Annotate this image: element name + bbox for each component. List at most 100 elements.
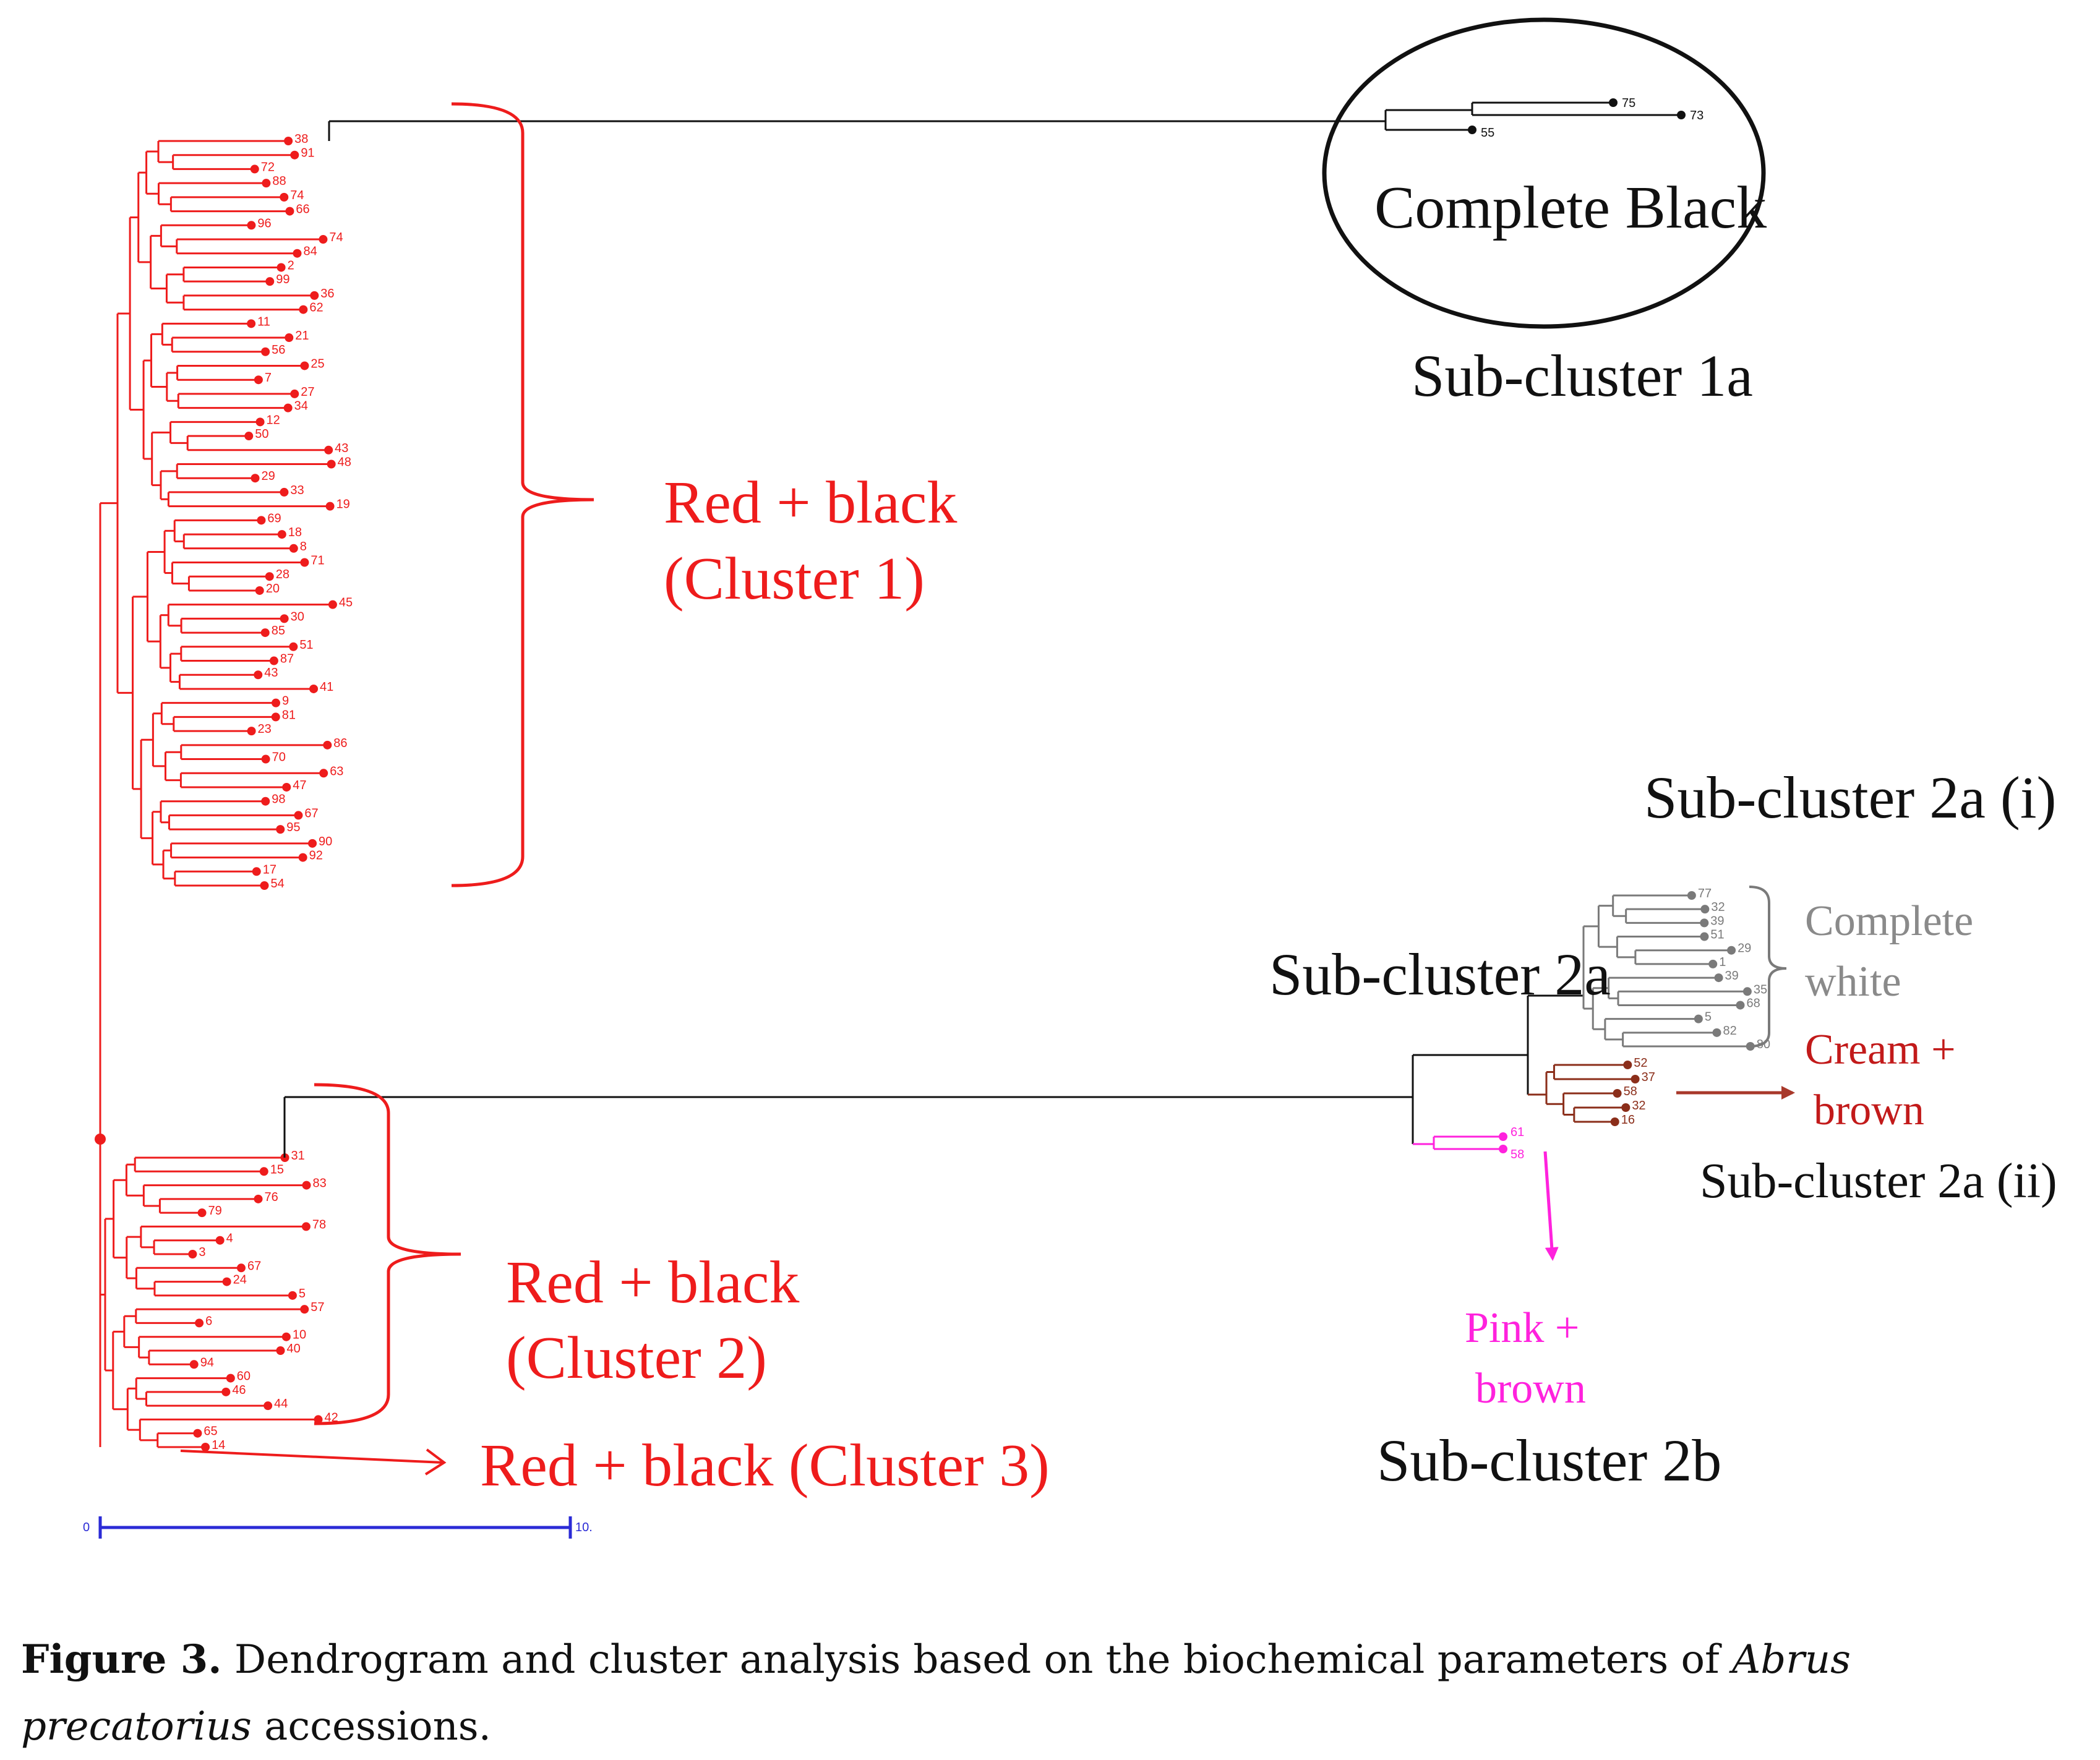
leaf-label: 79 — [208, 1204, 222, 1218]
leaf-label: 3 — [199, 1245, 205, 1259]
leaf-label: 16 — [1621, 1113, 1635, 1127]
leaf-label: 5 — [299, 1287, 306, 1301]
leaf-label: 75 — [1622, 96, 1635, 110]
complete-white-bracket — [1749, 886, 1787, 1048]
leaf-node — [1609, 98, 1618, 107]
caption-label: Figure 3. — [21, 1636, 222, 1683]
leaf-label: 25 — [311, 357, 324, 370]
leaf-label: 58 — [1511, 1148, 1524, 1161]
leaf-label: 60 — [237, 1370, 251, 1383]
caption-text-after: accessions. — [251, 1704, 491, 1749]
leaf-label: 65 — [204, 1425, 217, 1438]
pink-brown-label-line2: brown — [1475, 1365, 1586, 1412]
complete-black-label: Complete Black — [1374, 174, 1767, 241]
complete-white-label-line1: Complete — [1805, 897, 1973, 945]
leaf-label: 99 — [276, 273, 289, 286]
scale-bar: 0 10. — [83, 1516, 593, 1539]
sub-cluster-2b-label: Sub-cluster 2b — [1377, 1427, 1721, 1493]
complete-white-label-line2: white — [1805, 958, 1901, 1006]
figure-caption: Figure 3. Dendrogram and cluster analysi… — [21, 1626, 2081, 1760]
leaf-label: 5 — [1705, 1010, 1712, 1024]
leaf-label: 62 — [309, 301, 323, 315]
leaf-label: 74 — [290, 189, 304, 202]
scale-end-label: 10. — [575, 1521, 593, 1534]
leaf-label: 95 — [286, 821, 300, 834]
leaf-label: 67 — [304, 806, 318, 820]
leaf-label: 66 — [296, 203, 309, 216]
leaf-label: 67 — [247, 1259, 261, 1273]
leaf-label: 58 — [1624, 1085, 1637, 1098]
leaf-label: 19 — [336, 498, 350, 511]
leaf-label: 87 — [280, 652, 294, 666]
leaf-label: 17 — [263, 863, 276, 876]
leaf-label: 1 — [1719, 955, 1726, 969]
leaf-node — [1499, 1132, 1507, 1141]
caption-text-before: Dendrogram and cluster analysis based on… — [221, 1637, 1733, 1683]
leaf-label: 78 — [312, 1218, 326, 1231]
leaf-label: 2 — [288, 258, 294, 272]
leaf-label: 83 — [313, 1177, 327, 1190]
cluster3-arrow — [180, 1448, 447, 1476]
leaf-label: 32 — [1632, 1099, 1645, 1113]
leaf-label: 72 — [261, 160, 275, 174]
sub-cluster-2a-label: Sub-cluster 2a — [1269, 941, 1611, 1007]
leaf-label: 54 — [270, 877, 284, 891]
leaf-label: 39 — [1710, 914, 1724, 928]
leaf-label: 55 — [1481, 126, 1494, 140]
leaf-label: 33 — [290, 484, 304, 497]
leaf-label: 98 — [272, 793, 285, 806]
leaf-label: 34 — [294, 399, 308, 413]
leaf-label: 92 — [309, 849, 323, 863]
dendrogram-figure: 3891728874669674842993662112156257273412… — [83, 17, 2057, 1539]
leaf-node — [1499, 1145, 1507, 1153]
pink-brown-arrow — [1543, 1151, 1559, 1261]
leaf-label: 43 — [264, 666, 278, 680]
cluster2-bracket — [314, 1083, 461, 1425]
sub-cluster-2aii-label: Sub-cluster 2a (ii) — [1700, 1154, 2057, 1208]
leaf-label: 90 — [319, 835, 332, 848]
cream-brown-label-line1: Cream + — [1805, 1026, 1956, 1074]
scale-start-label: 0 — [83, 1521, 90, 1534]
leaf-label: 23 — [258, 722, 272, 736]
leaf-label: 57 — [311, 1301, 324, 1314]
leaf-label: 28 — [276, 568, 289, 581]
leaf-label: 40 — [286, 1342, 300, 1356]
leaf-label: 35 — [1754, 983, 1767, 996]
leaf-label: 7 — [265, 371, 272, 385]
leaf-label: 43 — [335, 442, 348, 455]
leaf-label: 12 — [267, 413, 280, 427]
cluster1-label-line2: (Cluster 1) — [664, 545, 925, 612]
leaf-label: 29 — [262, 469, 275, 483]
leaf-label: 48 — [338, 455, 351, 469]
sub-cluster-1a-label: Sub-cluster 1a — [1412, 343, 1753, 409]
leaf-labels: 3891728874669674842993662112156257273412… — [199, 96, 1770, 1452]
leaf-label: 63 — [330, 764, 343, 778]
leaf-label: 91 — [301, 147, 314, 160]
leaf-label: 30 — [291, 610, 304, 623]
leaf-label: 44 — [274, 1397, 288, 1411]
complete-black-ellipse — [1322, 17, 1766, 329]
leaf-label: 38 — [294, 132, 308, 146]
leaf-label: 84 — [303, 245, 317, 258]
leaf-label: 14 — [212, 1438, 225, 1452]
cluster1-bracket — [451, 102, 594, 887]
leaf-label: 51 — [299, 638, 313, 652]
leaf-label: 29 — [1738, 942, 1751, 955]
leaf-label: 24 — [233, 1273, 247, 1287]
leaf-label: 31 — [291, 1149, 305, 1163]
leaf-label: 11 — [257, 315, 270, 328]
cluster3-label: Red + black (Cluster 3) — [480, 1432, 1050, 1499]
pink-brown-label-line1: Pink + — [1465, 1304, 1579, 1352]
leaf-label: 39 — [1725, 969, 1739, 983]
leaf-label: 61 — [1511, 1126, 1524, 1139]
leaf-label: 70 — [272, 751, 286, 764]
leaf-label: 71 — [311, 554, 324, 568]
cluster2-label-line1: Red + black — [506, 1249, 799, 1316]
leaf-label: 68 — [1746, 996, 1760, 1010]
leaf-label: 36 — [320, 287, 334, 301]
leaf-label: 77 — [1698, 887, 1712, 900]
leaf-node — [95, 1134, 106, 1145]
leaf-node — [1677, 111, 1686, 119]
leaf-label: 41 — [320, 680, 333, 694]
cluster1-label-line1: Red + black — [664, 469, 957, 536]
